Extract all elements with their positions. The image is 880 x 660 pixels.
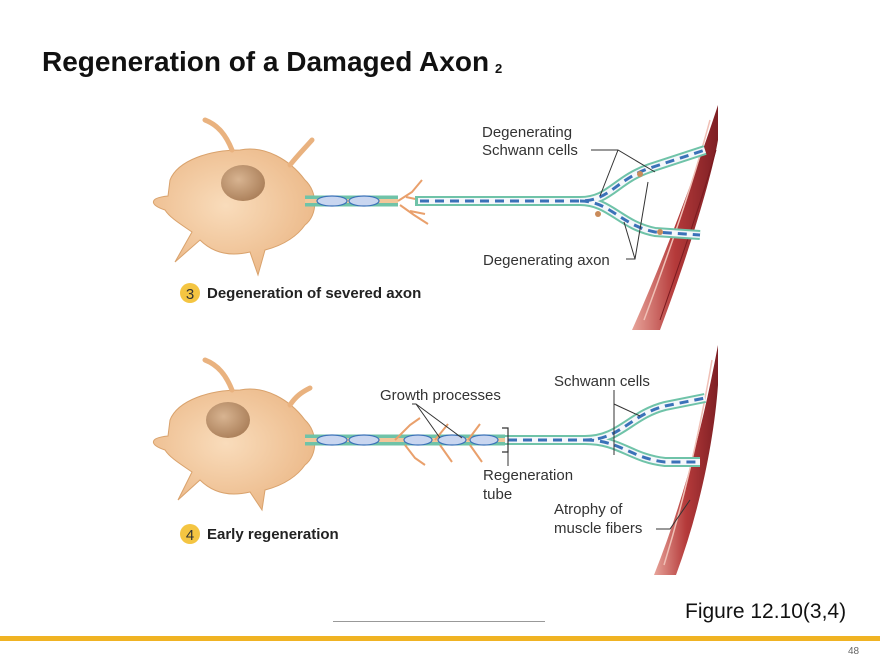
step-badge-4	[180, 524, 200, 544]
page-number: 48	[848, 646, 860, 657]
neuron-cell-body-bottom	[152, 357, 316, 512]
label-degenerating-axon: Degenerating axon	[483, 252, 610, 269]
slide-title-suffix: 2	[495, 61, 503, 76]
panel-early-regeneration: Schwann cells Growth processes Regenerat…	[152, 345, 718, 575]
label-growth-processes: Growth processes	[380, 387, 501, 404]
slide-title-text: Regeneration of a Damaged Axon	[42, 46, 490, 77]
step-number-4: 4	[186, 527, 194, 544]
label-regeneration-line1: Regeneration	[483, 467, 573, 484]
caption-degeneration: Degeneration of severed axon	[207, 285, 421, 302]
step-number-3: 3	[186, 286, 194, 303]
axon-proximal-top	[305, 179, 435, 225]
muscle-fiber-top	[632, 105, 718, 330]
label-degenerating-schwann-line1: Degenerating	[482, 124, 572, 141]
footer-accent-rule	[0, 636, 880, 641]
label-degenerating-schwann-line2: Schwann cells	[482, 142, 578, 159]
slide-title: Regeneration of a Damaged Axon 2	[42, 46, 502, 78]
decorative-underline	[333, 621, 545, 622]
label-atrophy-line1: Atrophy of	[554, 501, 623, 518]
label-atrophy-line2: muscle fibers	[554, 520, 642, 537]
caption-early-regeneration: Early regeneration	[207, 526, 339, 543]
step-badge-3	[180, 283, 200, 303]
label-schwann-cells: Schwann cells	[554, 373, 650, 390]
axon-regenerating	[305, 393, 706, 467]
degenerating-tube-top	[415, 145, 707, 240]
figure-reference: Figure 12.10(3,4)	[685, 600, 847, 623]
panel-degeneration: Degenerating Schwann cells Degenerating …	[152, 105, 718, 330]
label-regeneration-line2: tube	[483, 486, 512, 503]
neuron-cell-body-top	[152, 117, 316, 277]
